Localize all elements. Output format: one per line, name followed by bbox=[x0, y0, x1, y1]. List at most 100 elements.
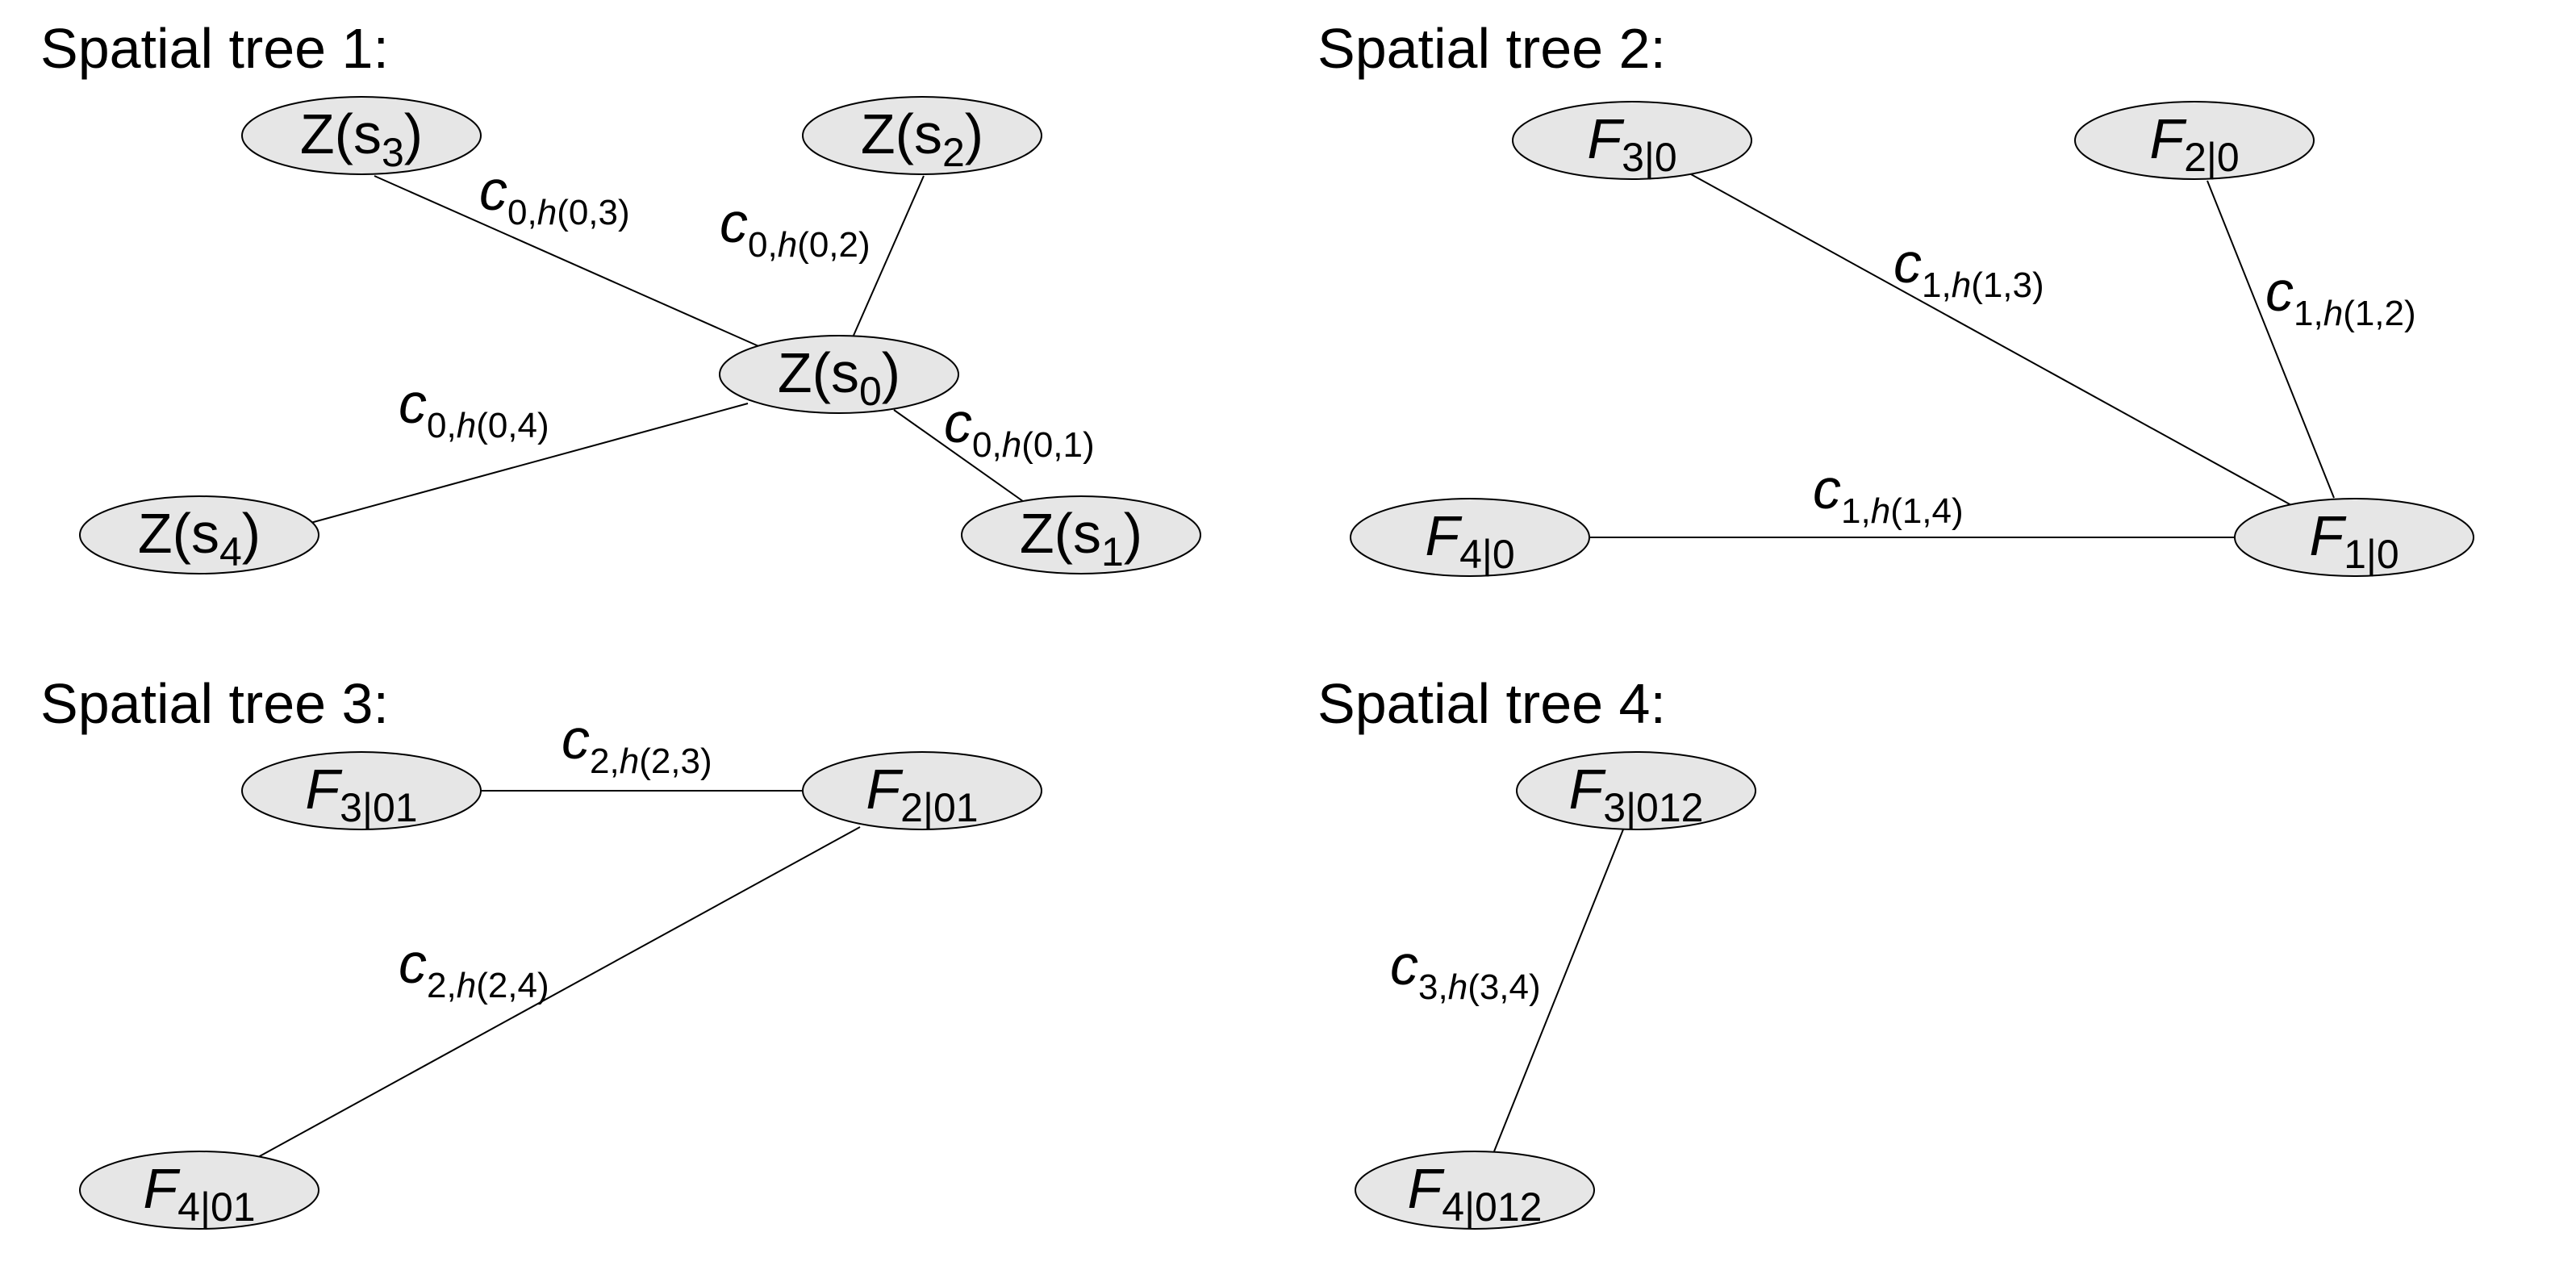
edge-label-f40-f10: c1,h(1,4) bbox=[1813, 457, 1964, 531]
edge-sub-h: h bbox=[620, 742, 639, 781]
node-ellipse bbox=[1516, 751, 1756, 830]
node-f3012: F3|012 bbox=[1516, 751, 1756, 830]
edge-sub-index: 2, bbox=[590, 742, 620, 781]
edge-sub-h: h bbox=[1871, 491, 1890, 531]
node-ellipse bbox=[241, 96, 482, 175]
edge-sub-pair: (1,4) bbox=[1890, 491, 1963, 531]
edge-sub-pair: (2,3) bbox=[639, 742, 712, 781]
node-ellipse bbox=[961, 495, 1201, 574]
edge-sub-pair: (0,1) bbox=[1021, 425, 1094, 465]
spatial-tree-2: Spatial tree 2:c1,h(1,3)c1,h(1,2)c1,h(1,… bbox=[1317, 17, 2474, 577]
node-label: F4|01 bbox=[143, 1157, 255, 1230]
node-f10: F1|0 bbox=[2234, 498, 2474, 577]
node-f201: F2|01 bbox=[802, 751, 1042, 830]
node-s4: Z(s4) bbox=[79, 495, 319, 574]
node-label: F3|012 bbox=[1569, 758, 1704, 830]
edge-label-s3-s0: c0,h(0,3) bbox=[479, 159, 630, 232]
edge-sub-index: 2, bbox=[427, 966, 457, 1005]
edge-s1-s0 bbox=[893, 409, 1027, 504]
node-label: F3|0 bbox=[1587, 107, 1676, 180]
edge-f20-f10 bbox=[2207, 180, 2335, 499]
edge-label-f301-f201: c2,h(2,3) bbox=[562, 708, 712, 781]
node-label: Z(s1) bbox=[1020, 502, 1142, 574]
edge-sub-pair: (0,4) bbox=[476, 406, 549, 445]
node-s2: Z(s2) bbox=[802, 96, 1042, 175]
node-label: F4|0 bbox=[1425, 504, 1514, 577]
edge-sub-pair: (0,3) bbox=[557, 193, 629, 232]
edge-symbol: c bbox=[479, 159, 507, 222]
edge-sub-index: 1, bbox=[1922, 265, 1952, 305]
edge-sub-h: h bbox=[457, 406, 476, 445]
edge-label-f30-f10: c1,h(1,3) bbox=[1893, 232, 2044, 305]
tree-title: Spatial tree 3: bbox=[40, 672, 389, 735]
edge-f3012-f4012 bbox=[1493, 829, 1624, 1152]
edge-sub-pair: (3,4) bbox=[1468, 967, 1540, 1007]
edge-sub-index: 0, bbox=[427, 406, 457, 445]
node-ellipse bbox=[1355, 1151, 1595, 1230]
node-f20: F2|0 bbox=[2074, 101, 2315, 180]
node-label: F2|01 bbox=[866, 758, 978, 830]
edge-sub-index: 0, bbox=[972, 425, 1002, 465]
node-label: Z(s4) bbox=[138, 502, 261, 574]
node-ellipse bbox=[2074, 101, 2315, 180]
edge-label-f401-f201: c2,h(2,4) bbox=[399, 932, 549, 1005]
edge-symbol: c bbox=[1390, 934, 1418, 996]
node-label: F3|01 bbox=[305, 758, 417, 830]
node-f401: F4|01 bbox=[79, 1151, 319, 1230]
edge-sub-h: h bbox=[537, 193, 557, 232]
node-s1: Z(s1) bbox=[961, 495, 1201, 574]
node-ellipse bbox=[802, 751, 1042, 830]
edge-sub-h: h bbox=[2323, 294, 2343, 333]
edge-s2-s0 bbox=[852, 175, 925, 338]
edge-symbol: c bbox=[720, 191, 748, 254]
edge-sub-index: 0, bbox=[507, 193, 537, 232]
edge-label-f20-f10: c1,h(1,2) bbox=[2265, 260, 2416, 333]
edge-sub-pair: (1,2) bbox=[2343, 294, 2415, 333]
node-label: Z(s3) bbox=[300, 102, 423, 175]
edge-symbol: c bbox=[2265, 260, 2294, 323]
edge-label-s4-s0: c0,h(0,4) bbox=[399, 372, 549, 445]
edge-sub-pair: (0,2) bbox=[797, 225, 870, 265]
edge-symbol: c bbox=[399, 372, 427, 435]
node-ellipse bbox=[79, 495, 319, 574]
node-label: Z(s2) bbox=[861, 102, 983, 175]
node-label: F2|0 bbox=[2149, 107, 2239, 180]
node-f4012: F4|012 bbox=[1355, 1151, 1595, 1230]
node-ellipse bbox=[1512, 101, 1752, 180]
node-ellipse bbox=[719, 335, 959, 414]
edge-sub-index: 0, bbox=[748, 225, 778, 265]
node-ellipse bbox=[79, 1151, 319, 1230]
edge-label-s1-s0: c0,h(0,1) bbox=[944, 391, 1095, 465]
node-f30: F3|0 bbox=[1512, 101, 1752, 180]
edge-sub-index: 3, bbox=[1418, 967, 1448, 1007]
edge-symbol: c bbox=[1813, 457, 1841, 520]
node-label: Z(s0) bbox=[778, 341, 900, 414]
edge-sub-pair: (1,3) bbox=[1971, 265, 2044, 305]
node-ellipse bbox=[802, 96, 1042, 175]
edge-sub-h: h bbox=[1002, 425, 1021, 465]
edge-s3-s0 bbox=[374, 175, 765, 349]
edge-sub-pair: (2,4) bbox=[476, 966, 549, 1005]
edge-symbol: c bbox=[562, 708, 590, 771]
edge-f401-f201 bbox=[257, 826, 861, 1158]
node-s3: Z(s3) bbox=[241, 96, 482, 175]
edge-label-s2-s0: c0,h(0,2) bbox=[720, 191, 870, 265]
edge-s4-s0 bbox=[310, 403, 749, 524]
edge-f30-f10 bbox=[1690, 173, 2292, 506]
edge-sub-h: h bbox=[457, 966, 476, 1005]
node-ellipse bbox=[1350, 498, 1590, 577]
tree-title: Spatial tree 1: bbox=[40, 17, 389, 80]
edge-sub-h: h bbox=[1448, 967, 1468, 1007]
node-ellipse bbox=[241, 751, 482, 830]
edge-symbol: c bbox=[1893, 232, 1922, 295]
node-s0: Z(s0) bbox=[719, 335, 959, 414]
edge-sub-index: 1, bbox=[1841, 491, 1871, 531]
edge-sub-index: 1, bbox=[2294, 294, 2323, 333]
node-f40: F4|0 bbox=[1350, 498, 1590, 577]
edge-symbol: c bbox=[944, 391, 972, 454]
tree-title: Spatial tree 2: bbox=[1317, 17, 1666, 80]
edge-symbol: c bbox=[399, 932, 427, 995]
node-ellipse bbox=[2234, 498, 2474, 577]
spatial-tree-1: Spatial tree 1:c0,h(0,3)c0,h(0,2)c0,h(0,… bbox=[40, 17, 1201, 574]
